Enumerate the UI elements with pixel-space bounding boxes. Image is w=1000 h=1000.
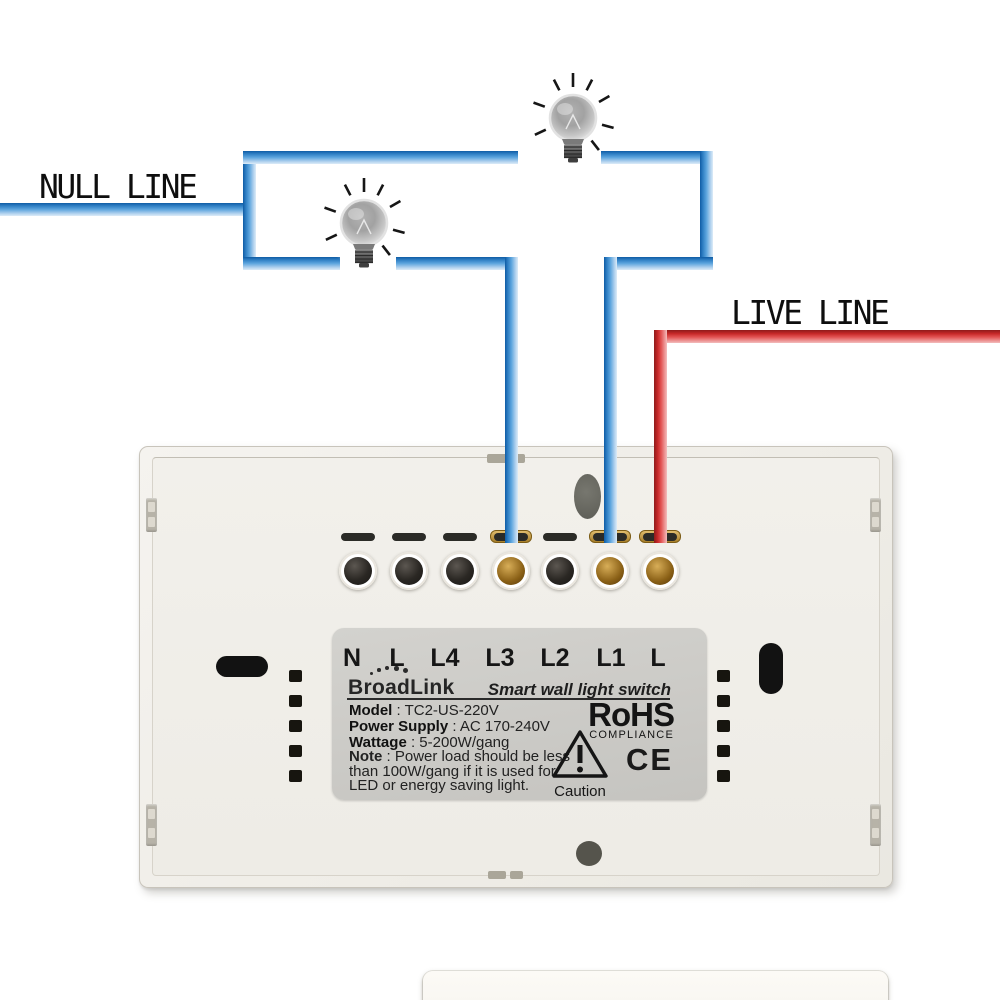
terminal-block bbox=[423, 971, 888, 1000]
vent-slot bbox=[289, 770, 302, 782]
screw-terminal-L-live bbox=[641, 552, 679, 590]
live-line-label: LIVE LINE bbox=[731, 293, 890, 332]
vent-slot bbox=[717, 745, 730, 757]
vent-slot bbox=[289, 720, 302, 732]
screw-terminal-L bbox=[390, 552, 428, 590]
right-top-clip bbox=[870, 498, 881, 532]
wire-slot-L bbox=[392, 533, 426, 541]
label-divider bbox=[347, 698, 670, 700]
left-slot-hole bbox=[216, 656, 268, 677]
vent-slot bbox=[717, 770, 730, 782]
caution-label: Caution bbox=[554, 783, 606, 800]
brand-logo: BroadLink bbox=[348, 676, 455, 699]
mounting-hole-top bbox=[574, 474, 601, 519]
switch-module bbox=[423, 971, 888, 1000]
brand-logo-dot bbox=[377, 668, 381, 672]
screw-terminal-N bbox=[339, 552, 377, 590]
terminal-label-L1: L1 bbox=[596, 644, 626, 672]
wire-to-terminal-L1 bbox=[604, 257, 617, 543]
wire-to-terminal-L3 bbox=[505, 257, 518, 543]
product-tagline: Smart wall light switch bbox=[487, 680, 671, 699]
bottom-edge-notch bbox=[510, 871, 523, 879]
brand-logo-dot bbox=[385, 666, 389, 670]
rohs-mark: RoHS COMPLIANCE bbox=[588, 696, 675, 741]
null-wire-junction-vertical bbox=[243, 151, 256, 270]
terminal-label-L-live: L bbox=[650, 644, 666, 672]
brand-logo-dot bbox=[394, 666, 399, 671]
null-wire-low-left-a bbox=[243, 257, 340, 270]
right-bottom-clip bbox=[870, 804, 881, 846]
vent-slot bbox=[717, 720, 730, 732]
ce-mark: CE bbox=[626, 742, 674, 777]
spec-note: Note : Power load should be less than 10… bbox=[349, 748, 570, 794]
null-wire-feed bbox=[0, 203, 256, 216]
light-bulb-icon bbox=[304, 160, 424, 290]
terminal-label-L4: L4 bbox=[430, 644, 460, 672]
screw-terminal-L3 bbox=[492, 552, 530, 590]
spec-wattage: Wattage : 5-200W/gang bbox=[349, 734, 510, 751]
product-label: N L L4 L3 L2 L1 L BroadLink Smart wall l… bbox=[332, 628, 707, 800]
caution-block: Caution bbox=[548, 728, 612, 800]
null-wire-low-left-b bbox=[396, 257, 515, 270]
null-wire-mid-right bbox=[604, 257, 713, 270]
caution-triangle-icon bbox=[552, 730, 608, 778]
live-wire-feed bbox=[654, 330, 1000, 343]
left-bottom-clip bbox=[146, 804, 157, 846]
null-line-label: NULL LINE bbox=[39, 167, 198, 206]
brand-logo-dot bbox=[403, 668, 408, 673]
brand-logo-dot bbox=[370, 672, 373, 675]
null-wire-top-left bbox=[243, 151, 518, 164]
vent-slot bbox=[289, 670, 302, 682]
null-wire-top-right bbox=[601, 151, 713, 164]
terminal-label-L: L bbox=[389, 644, 405, 672]
vent-slot bbox=[289, 695, 302, 707]
wire-to-terminal-L-live bbox=[654, 330, 667, 543]
vent-slot bbox=[717, 695, 730, 707]
mounting-hole-bottom bbox=[576, 841, 602, 866]
vent-slot bbox=[289, 745, 302, 757]
top-edge-notch bbox=[487, 454, 507, 463]
terminal-label-N: N bbox=[342, 644, 362, 672]
null-wire-right-drop bbox=[700, 151, 713, 270]
spec-power-supply: Power Supply : AC 170-240V bbox=[349, 718, 550, 735]
wire-slot-N bbox=[341, 533, 375, 541]
left-top-clip bbox=[146, 498, 157, 532]
vent-slot bbox=[717, 670, 730, 682]
screw-terminal-L2 bbox=[541, 552, 579, 590]
right-slot-hole bbox=[759, 643, 783, 694]
wire-slot-L4 bbox=[443, 533, 477, 541]
bottom-edge-notch bbox=[488, 871, 506, 879]
wire-slot-L2 bbox=[543, 533, 577, 541]
screw-terminal-L4 bbox=[441, 552, 479, 590]
light-bulb-icon bbox=[513, 55, 633, 185]
spec-model: Model : TC2-US-220V bbox=[349, 702, 499, 719]
terminal-label-L2: L2 bbox=[540, 644, 570, 672]
terminal-label-L3: L3 bbox=[485, 644, 515, 672]
screw-terminal-L1 bbox=[591, 552, 629, 590]
top-edge-notch bbox=[511, 454, 525, 463]
